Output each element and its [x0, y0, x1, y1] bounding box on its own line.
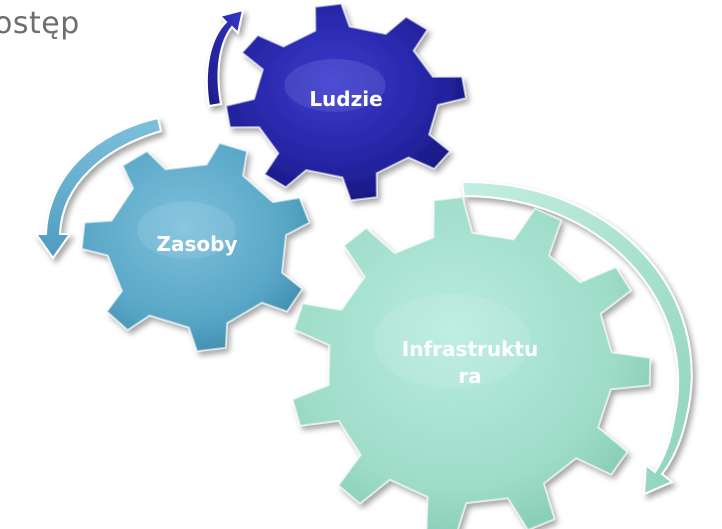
- ludzie-label: Ludzie: [309, 87, 382, 111]
- gear-ludzie-highlight: [284, 59, 386, 112]
- infrastruktura-label-line2: ra: [458, 364, 481, 388]
- zasoby-arrow: [34, 116, 163, 260]
- infrastruktura-arrow: [460, 180, 693, 496]
- zasoby-label: Zasoby: [157, 232, 238, 256]
- gear-zasoby-highlight: [137, 201, 236, 259]
- infrastruktura-gear: [291, 196, 652, 529]
- gear-infra-highlight: [373, 293, 531, 389]
- heading-text: ostęp: [0, 6, 80, 41]
- zasoby-gear: [80, 142, 311, 353]
- ludzie-arrow: [205, 8, 245, 108]
- ludzie-gear: [225, 2, 467, 202]
- infrastruktura-label-line1: Infrastruktu: [402, 337, 538, 361]
